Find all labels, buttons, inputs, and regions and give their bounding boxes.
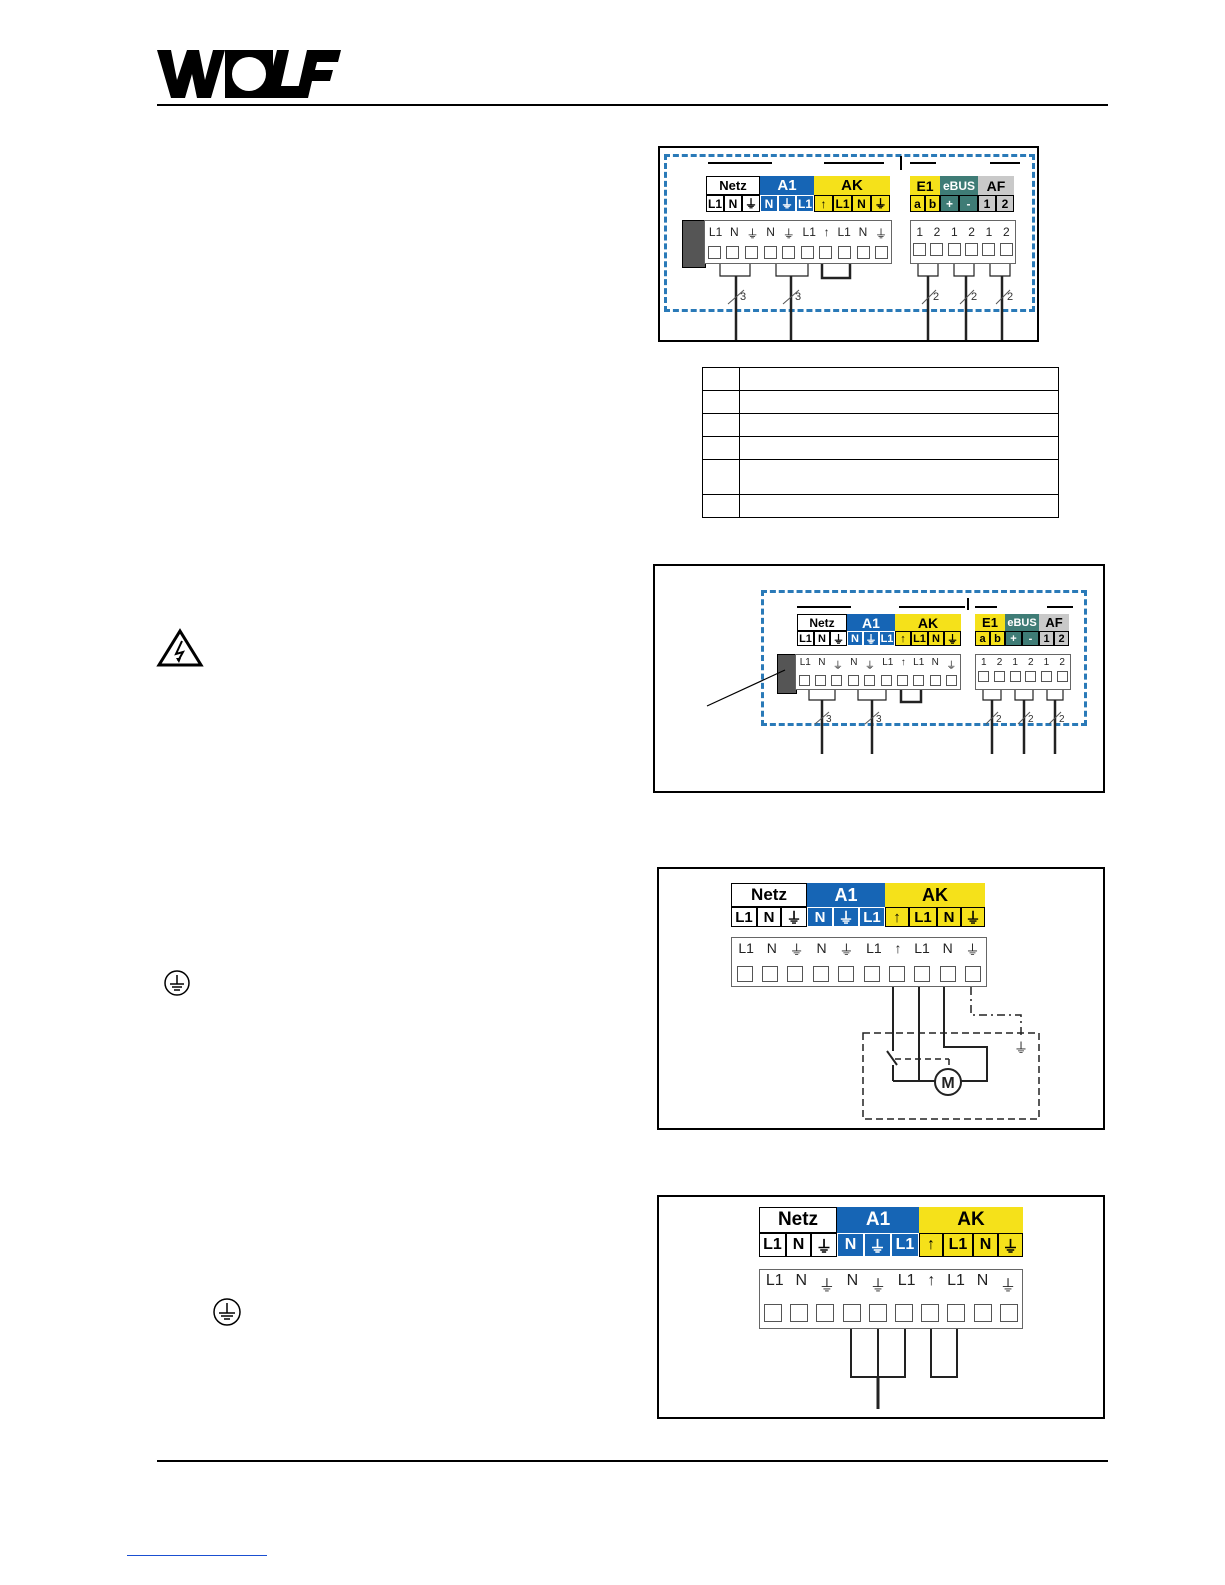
header-rule: [157, 104, 1108, 106]
footer-rule: [157, 1460, 1108, 1462]
module-outline: [664, 154, 1035, 312]
ground-icon: [212, 1297, 242, 1332]
ground-symbol: ⏚: [1014, 1041, 1028, 1057]
terminal-header-left: Netz A1 AK L1 N ⏚ N ⏚ L1 ↑ L1 N ⏚: [706, 176, 890, 212]
figure-terminal-overview: Netz A1 AK L1 N ⏚ N ⏚ L1 ↑ L1 N ⏚ E1 eBU…: [658, 146, 1039, 342]
footer-link-underline: [127, 1555, 267, 1556]
motor-label: M: [941, 1075, 954, 1092]
wiring-figure-2: 3 3 2 2 2: [706, 669, 1065, 754]
ground-icon: [163, 969, 191, 1002]
svg-text:2: 2: [933, 291, 939, 303]
ak-label: AK: [814, 176, 890, 195]
svg-text:3: 3: [740, 291, 746, 303]
svg-text:2: 2: [996, 714, 1002, 725]
svg-text:2: 2: [1028, 714, 1034, 725]
a1-label: A1: [760, 176, 814, 195]
bridge-wiring-diagram: [850, 1329, 958, 1409]
svg-text:3: 3: [826, 714, 832, 725]
svg-text:3: 3: [795, 291, 801, 303]
terminal-header-right: E1 eBUS AF a b + - 1 2: [910, 176, 1014, 212]
wiring-figure-1: 3 3 2 2 2: [719, 264, 1013, 340]
fuse-holder: [682, 220, 706, 268]
terminal-header-right: E1 eBUS AF a b + - 1 2: [975, 614, 1069, 646]
svg-text:2: 2: [1059, 714, 1065, 725]
wolf-logo: [157, 46, 342, 107]
af-label: AF: [978, 176, 1014, 195]
module-outline: [761, 590, 1087, 726]
terminal-header: Netz A1 AK L1 N ⏚ N ⏚ L1 ↑ L1 N ⏚: [731, 883, 985, 927]
svg-text:3: 3: [876, 714, 882, 725]
terminal-header: Netz A1 AK L1 N ⏚ N ⏚ L1 ↑ L1 N ⏚: [759, 1207, 1023, 1257]
high-voltage-warning-icon: [156, 628, 204, 673]
terminal-header-left: Netz A1 AK L1 N ⏚ N ⏚ L1 ↑ L1 N ⏚: [797, 614, 961, 646]
legend-table: [702, 367, 1059, 518]
svg-text:2: 2: [971, 291, 977, 303]
svg-text:2: 2: [1007, 291, 1013, 303]
ebus-label: eBUS: [940, 176, 978, 195]
figure-fuse-location: Netz A1 AK L1 N ⏚ N ⏚ L1 ↑ L1 N ⏚ E1 eBU…: [653, 564, 1105, 793]
netz-label: Netz: [706, 176, 760, 195]
e1-label: E1: [910, 176, 940, 195]
motor-wiring-diagram: M ⏚: [862, 987, 1040, 1120]
